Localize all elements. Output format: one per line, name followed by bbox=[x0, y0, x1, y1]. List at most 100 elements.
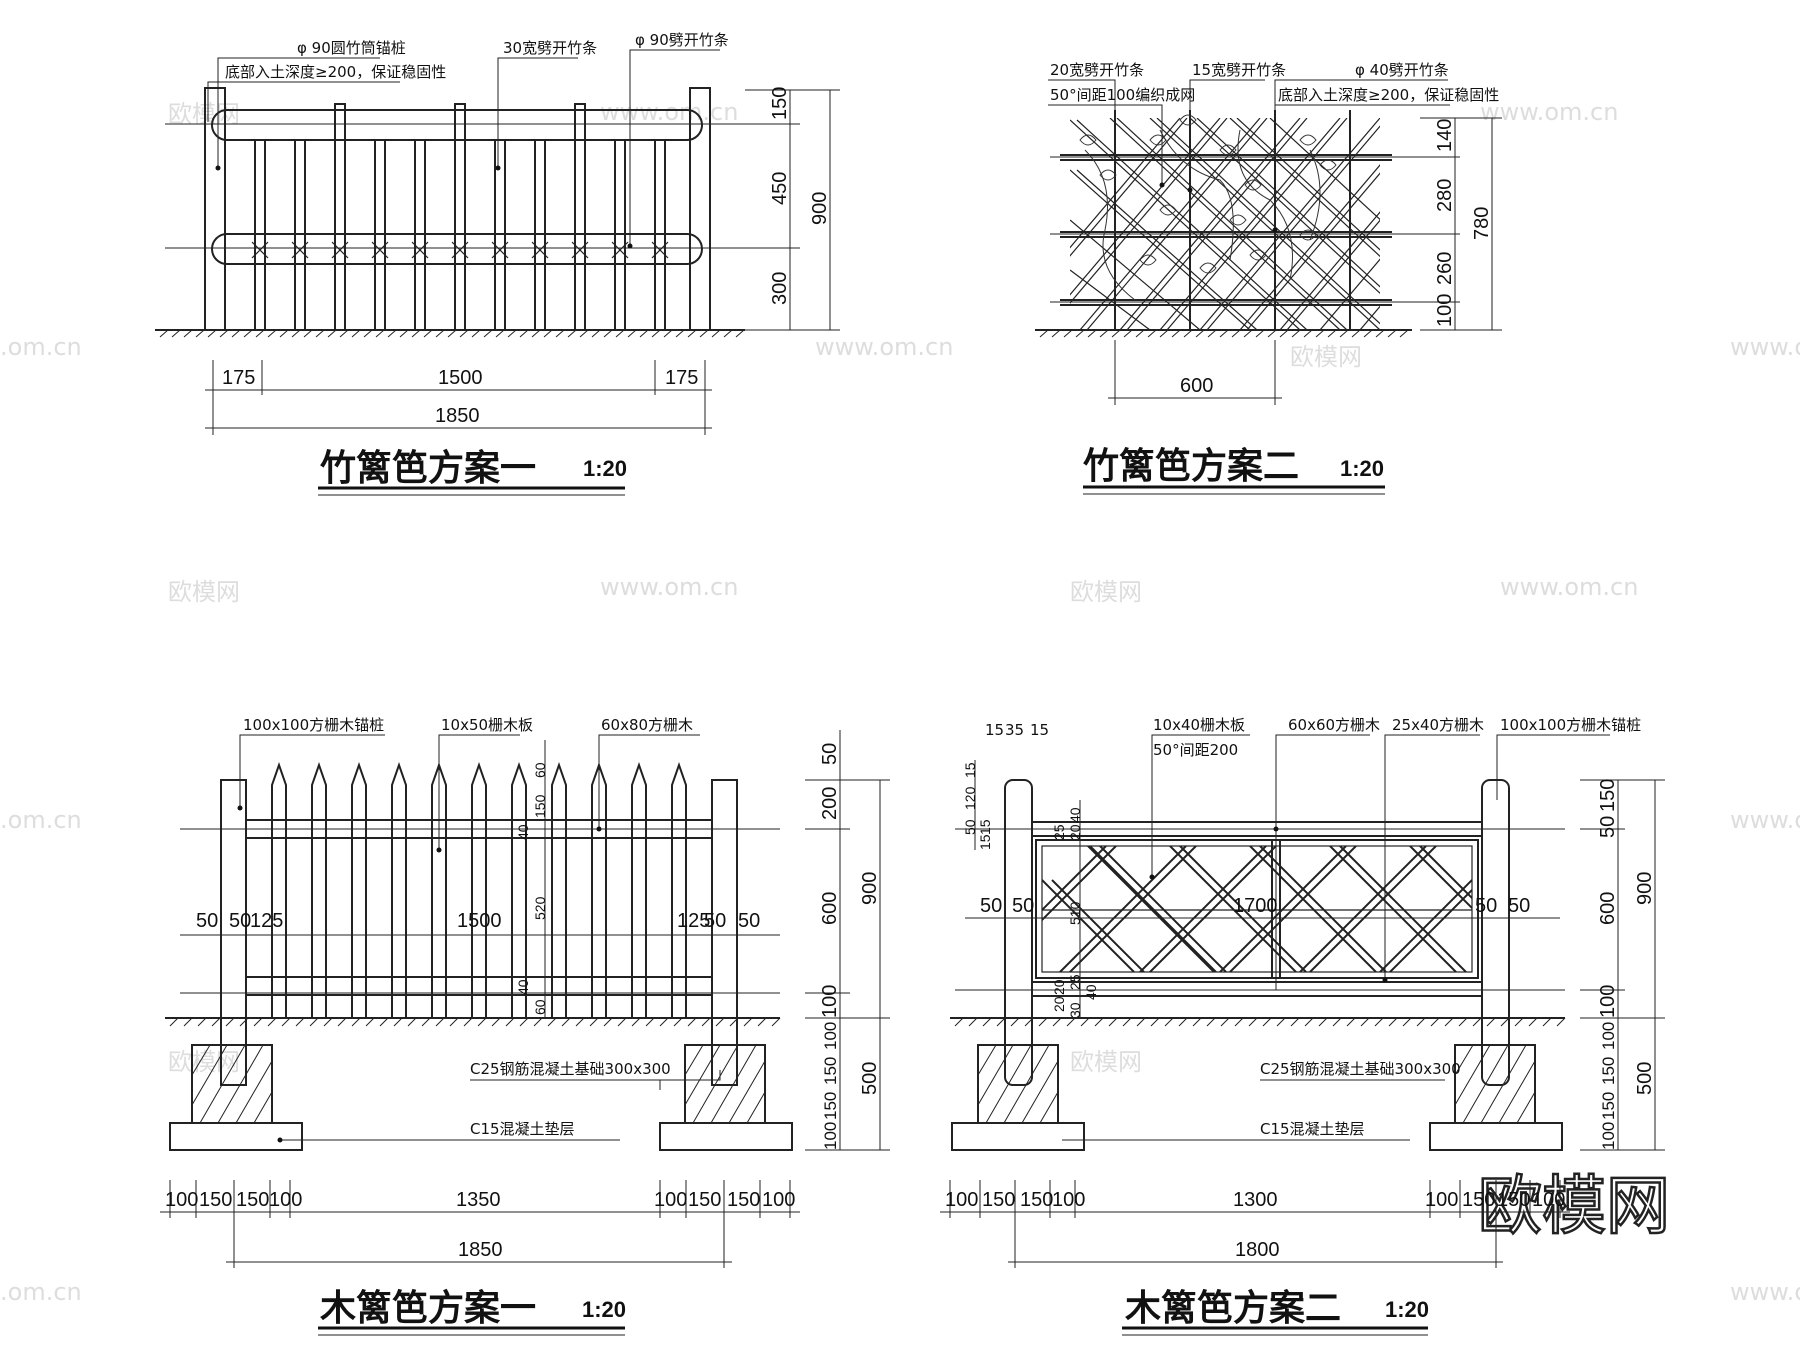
leader-line bbox=[1384, 734, 1480, 980]
label-c15-bedding: C15混凝土垫层 bbox=[1260, 1120, 1365, 1138]
post-left bbox=[204, 87, 226, 331]
leader-line bbox=[659, 1070, 721, 1090]
watermark-url: .om.cn bbox=[0, 806, 82, 834]
dim-text: 40 bbox=[1083, 984, 1099, 1000]
drawing-scale: 1:20 bbox=[1340, 456, 1384, 481]
dim-text: 100 bbox=[1434, 294, 1456, 327]
label-anchor-post: 100x100方栅木锚桩 bbox=[1500, 716, 1641, 734]
dim-text: 510 bbox=[1067, 901, 1083, 925]
dim-text: 175 bbox=[665, 367, 698, 389]
watermark-url: www.om.cn bbox=[1730, 806, 1800, 834]
label-lattice-spacing: 50°间距200 bbox=[1153, 741, 1238, 759]
post-right bbox=[1481, 779, 1510, 1086]
bamboo-pickets bbox=[254, 103, 666, 331]
dim-text: 125 bbox=[677, 910, 710, 932]
label-c25-footing: C25钢筋混凝土基础300x300 bbox=[470, 1060, 671, 1078]
watermark-url: www.om.cn bbox=[1730, 333, 1800, 361]
dim-text: 20 bbox=[1051, 996, 1067, 1012]
dimension-bottom: 175 1500 175 1850 bbox=[205, 360, 712, 435]
leader-line bbox=[1274, 79, 1448, 230]
dim-text: 150 bbox=[236, 1189, 269, 1211]
watermark-text: 欧模网 bbox=[1070, 578, 1142, 606]
dimension-right: 50 200 600 100 500 900 100 150 150 100 bbox=[805, 730, 890, 1151]
watermark-url: www.om.cn bbox=[1730, 1278, 1800, 1306]
dim-text: 100 bbox=[165, 1189, 198, 1211]
panel-bamboo-fence-1: φ 90圆竹筒锚桩 底部入土深度≥200，保证稳固性 30宽劈开竹条 φ 90劈… bbox=[155, 31, 840, 496]
label-dim-35: 35 bbox=[1005, 721, 1024, 739]
ground-line bbox=[165, 1017, 781, 1027]
rail-ties bbox=[251, 241, 669, 259]
dim-text: 150 bbox=[1597, 779, 1619, 812]
dimension-mid: 50 50 125 1500 125 50 50 bbox=[180, 910, 780, 936]
leader-line bbox=[1275, 734, 1370, 990]
dim-text: 280 bbox=[1434, 179, 1456, 212]
dim-text: 150 bbox=[532, 794, 548, 818]
dim-text: 150 bbox=[1599, 1092, 1618, 1120]
leader-line bbox=[438, 734, 520, 850]
dim-text: 25 bbox=[1051, 824, 1067, 840]
dim-text: 125 bbox=[250, 910, 283, 932]
dim-text: 175 bbox=[222, 367, 255, 389]
top-rail bbox=[211, 109, 703, 141]
dim-text: 100 bbox=[821, 1122, 840, 1150]
dim-text: 150 bbox=[769, 87, 791, 120]
dim-text: 50 bbox=[196, 910, 218, 932]
bottom-rail bbox=[1031, 981, 1483, 997]
label-c25-footing: C25钢筋混凝土基础300x300 bbox=[1260, 1060, 1461, 1078]
dimension-right: 140 280 260 100 780 bbox=[1420, 117, 1502, 331]
drawing-scale: 1:20 bbox=[1385, 1297, 1429, 1322]
dim-text: 520 bbox=[532, 896, 548, 920]
dimension-bottom: 600 bbox=[1108, 340, 1282, 405]
dim-text: 1800 bbox=[1235, 1239, 1280, 1261]
label-15-strip: 15宽劈开竹条 bbox=[1192, 61, 1286, 79]
dimension-bottom: 100 150 150 100 1300 100 150 150 100 180… bbox=[940, 1180, 1570, 1268]
label-dim-15b: 15 bbox=[1030, 721, 1049, 739]
leader-line bbox=[598, 734, 700, 829]
woven-lattice bbox=[1070, 118, 1380, 330]
watermark-layer: 欧模网 www.om.cn www.om.cn .om.cn www.om.cn… bbox=[0, 98, 1800, 1306]
dim-text: 50 bbox=[980, 895, 1002, 917]
dim-text: 1850 bbox=[458, 1239, 503, 1261]
dim-text: 30 bbox=[1067, 1002, 1083, 1018]
dim-text: 450 bbox=[769, 172, 791, 205]
leader-line bbox=[207, 81, 400, 122]
dim-text: 100 bbox=[1597, 985, 1619, 1018]
dim-text: 100 bbox=[269, 1189, 302, 1211]
dim-text: 20 bbox=[1051, 979, 1067, 995]
horizontal-rails bbox=[1060, 154, 1392, 306]
dim-text: 260 bbox=[1434, 252, 1456, 285]
dim-text: 40 bbox=[515, 979, 531, 995]
label-depth-note: 底部入土深度≥200，保证稳固性 bbox=[1278, 86, 1499, 104]
lattice-frame bbox=[1035, 839, 1479, 979]
dim-text: 600 bbox=[1180, 375, 1213, 397]
drawing-title: 木篱笆方案二 bbox=[1125, 1288, 1341, 1329]
dim-text: 150 bbox=[982, 1189, 1015, 1211]
leader-line bbox=[1048, 104, 1163, 185]
leader-line bbox=[497, 57, 578, 168]
dim-text: 50 bbox=[704, 910, 726, 932]
label-split-strip: 30宽劈开竹条 bbox=[503, 39, 597, 57]
ground-line bbox=[155, 329, 745, 338]
dim-text: 40 bbox=[1067, 807, 1083, 823]
vine-leaves-decor bbox=[1079, 114, 1337, 301]
dim-text: 300 bbox=[769, 272, 791, 305]
drawing-scale: 1:20 bbox=[583, 456, 627, 481]
post-left bbox=[1004, 779, 1033, 1086]
dimension-right: 150 50 600 100 500 900 100 150 150 100 bbox=[1580, 779, 1665, 1151]
dim-text: 200 bbox=[819, 787, 841, 820]
dim-text: 40 bbox=[515, 824, 531, 840]
dim-text: 50 bbox=[1508, 895, 1530, 917]
label-20-strip: 20宽劈开竹条 bbox=[1050, 61, 1144, 79]
panel-wood-fence-1: 100x100方栅木锚桩 10x50栅木板 60x80方栅木 C25钢筋混凝土基… bbox=[160, 716, 890, 1336]
dim-text: 780 bbox=[1471, 207, 1493, 240]
label-split-bamboo: φ 90劈开竹条 bbox=[635, 31, 729, 49]
ground-line bbox=[950, 1017, 1566, 1027]
dim-text: 100 bbox=[1599, 1022, 1618, 1050]
dim-text: 500 bbox=[859, 1062, 881, 1095]
dim-text: 120 bbox=[962, 786, 978, 810]
dimension-right: 150 450 300 900 bbox=[745, 87, 840, 331]
watermark-url: www.om.cn bbox=[600, 573, 738, 601]
dim-text: 15 bbox=[977, 834, 993, 850]
dim-text: 150 bbox=[1462, 1189, 1495, 1211]
watermark-url: .om.cn bbox=[0, 1278, 82, 1306]
